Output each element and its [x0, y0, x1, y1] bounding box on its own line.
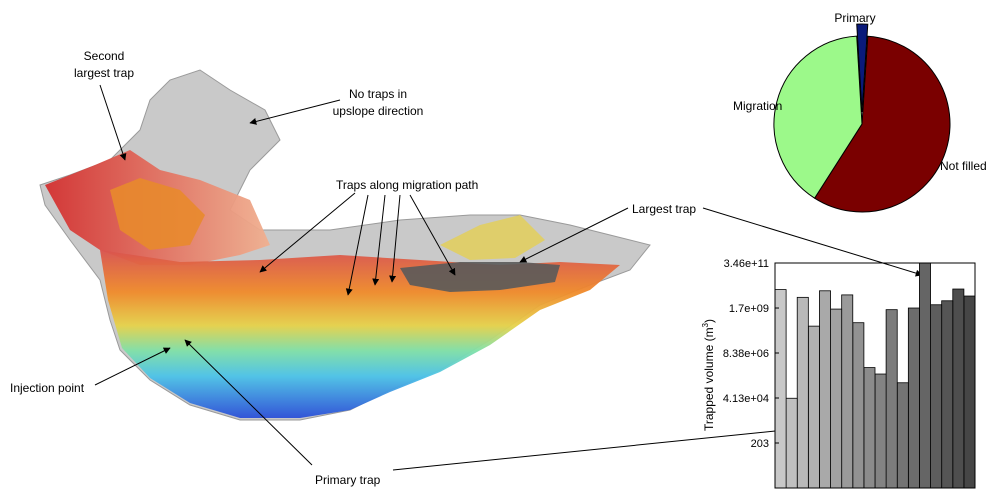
- pie-label-not-filled: Not filled: [940, 159, 987, 173]
- label-no-traps-line1: No traps in: [349, 87, 407, 101]
- arrow-primary-trap-bar: [392, 427, 786, 471]
- label-no-traps-line2: upslope direction: [333, 104, 424, 118]
- arrow-traps-path-2: [345, 194, 369, 296]
- bar-7: [841, 294, 854, 489]
- ytick-label-0: 203: [751, 438, 769, 450]
- bar-8: [852, 322, 865, 489]
- arrow-traps-path-3: [372, 194, 386, 286]
- terrain-surface: [39, 69, 651, 421]
- arrow-traps-path-4: [389, 194, 401, 283]
- bar-12: [896, 382, 909, 489]
- label-second-trap-line2: largest trap: [74, 66, 134, 80]
- ytick-label-1: 4.13e+04: [723, 393, 769, 405]
- arrow-primary-trap-map: [184, 339, 313, 466]
- ytick-label-4: 3.46e+11: [724, 258, 769, 270]
- bar-11: [885, 309, 898, 489]
- terrain-orange-peak: [110, 178, 205, 250]
- label-largest-trap: Largest trap: [632, 202, 696, 216]
- label-second-trap-line1: Second: [84, 49, 125, 63]
- bar-2: [785, 397, 798, 489]
- bar-chart-frame: [774, 262, 976, 489]
- bar-16: [941, 300, 954, 489]
- bar-17: [952, 288, 965, 489]
- bar-1: [774, 289, 787, 489]
- pie-label-primary: Primary: [834, 11, 875, 25]
- bar-9: [863, 367, 876, 489]
- pie-slice-migration: [773, 35, 863, 199]
- arrow-largest-trap-bar: [702, 207, 923, 277]
- arrow-traps-path-5: [409, 194, 456, 276]
- bar-chart: Trapped volume (m3) 203 4.13e+04 8.38e+06 1…: [701, 258, 976, 489]
- bar-13: [907, 307, 920, 489]
- terrain-dark-ridge: [400, 262, 560, 292]
- arrow-injection-point: [94, 347, 171, 386]
- terrain-yellow-peaks: [440, 215, 545, 260]
- ytick-label-2: 8.38e+06: [723, 348, 769, 360]
- ytick-label-3: 1.7e+09: [729, 303, 769, 315]
- bar-6: [830, 308, 843, 489]
- label-injection-point: Injection point: [10, 381, 85, 395]
- arrow-second-largest-trap: [99, 84, 127, 161]
- label-primary-trap: Primary trap: [315, 473, 381, 487]
- annotation-labels: Second largest trap No traps in upslope …: [10, 49, 696, 487]
- arrow-traps-path-1: [259, 192, 356, 273]
- pie-label-migration: Migration: [733, 99, 782, 113]
- bar-5: [819, 290, 831, 489]
- terrain-color-band: [100, 250, 620, 418]
- arrow-largest-trap-map: [519, 207, 629, 263]
- pie-slice-primary: [856, 23, 869, 113]
- bar-3: [796, 296, 809, 489]
- bar-4: [807, 325, 820, 489]
- bar-chart-ylabel: Trapped volume (m3): [701, 319, 716, 431]
- bar-14: [919, 262, 931, 489]
- bar-10: [874, 373, 887, 489]
- bar-15: [930, 304, 943, 489]
- label-traps-along-path: Traps along migration path: [336, 178, 478, 192]
- bar-18: [963, 295, 976, 489]
- arrow-no-traps-upslope: [249, 99, 341, 125]
- pie-slice-not-filled: [813, 35, 951, 213]
- annotation-arrows: [94, 84, 923, 471]
